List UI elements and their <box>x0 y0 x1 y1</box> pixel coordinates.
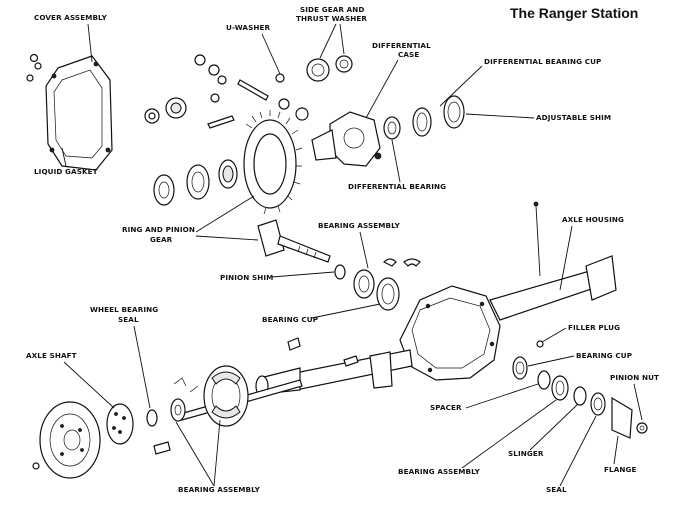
differential-bearing-cup-part <box>383 95 465 140</box>
differential-case-part <box>311 111 382 167</box>
label-bearing-assembly-top: BEARING ASSEMBLY <box>318 221 401 230</box>
label-filler-plug: FILLER PLUG <box>568 323 620 332</box>
label-differential-case-2: CASE <box>398 50 419 59</box>
label-side-gear-1: SIDE GEAR AND <box>300 5 364 14</box>
label-cover-assembly: COVER ASSEMBLY <box>34 13 108 22</box>
wheel-bearing-seal-part <box>146 398 186 427</box>
label-flange: FLANGE <box>604 465 636 474</box>
pinion-bearing-assembly-part <box>353 258 421 311</box>
label-bearing-cup-left: BEARING CUP <box>262 315 318 324</box>
label-ring-pinion-2: GEAR <box>150 235 173 244</box>
cover-bolts <box>26 53 42 82</box>
wheel-hub-flange <box>106 403 134 445</box>
pinion-shim-part <box>334 264 346 280</box>
brake-backing-plate <box>203 365 249 427</box>
label-pinion-shim: PINION SHIM <box>220 273 273 282</box>
pinion-front-parts <box>512 356 648 439</box>
label-bearing-assembly-bottom-left: BEARING ASSEMBLY <box>178 485 261 494</box>
label-ring-pinion-1: RING AND PINION <box>122 225 195 234</box>
label-slinger: SLINGER <box>508 449 544 458</box>
label-bearing-assembly-bottom-right: BEARING ASSEMBLY <box>398 467 481 476</box>
label-adjustable-shim: ADJUSTABLE SHIM <box>536 113 611 122</box>
lug-and-clip-parts <box>153 337 359 455</box>
diagram-title: The Ranger Station <box>510 5 638 21</box>
pinion-gear-part <box>257 219 331 263</box>
label-axle-shaft: AXLE SHAFT <box>26 351 77 360</box>
label-wheel-bearing-seal-1: WHEEL BEARING <box>90 305 158 314</box>
label-differential-bearing-cup: DIFFERENTIAL BEARING CUP <box>484 57 601 66</box>
label-liquid-gasket: LIQUID GASKET <box>34 167 98 176</box>
label-differential-bearing: DIFFERENTIAL BEARING <box>348 182 446 191</box>
pinion-bearing-set <box>153 159 238 206</box>
ring-gear-part <box>243 110 303 215</box>
label-axle-housing: AXLE HOUSING <box>562 215 624 224</box>
cover-assembly-part <box>45 55 113 171</box>
side-gear-part <box>306 55 353 82</box>
label-spacer: SPACER <box>430 403 462 412</box>
brake-drum-part <box>32 401 101 479</box>
label-u-washer: U-WASHER <box>226 23 270 32</box>
label-wheel-bearing-seal-2: SEAL <box>118 315 139 324</box>
label-seal: SEAL <box>546 485 567 494</box>
label-bearing-cup-right: BEARING CUP <box>576 351 632 360</box>
label-differential-case-1: DIFFERENTIAL <box>372 41 431 50</box>
differential-small-parts <box>144 54 309 129</box>
label-side-gear-2: THRUST WASHER <box>296 14 367 23</box>
label-pinion-nut: PINION NUT <box>610 373 659 382</box>
